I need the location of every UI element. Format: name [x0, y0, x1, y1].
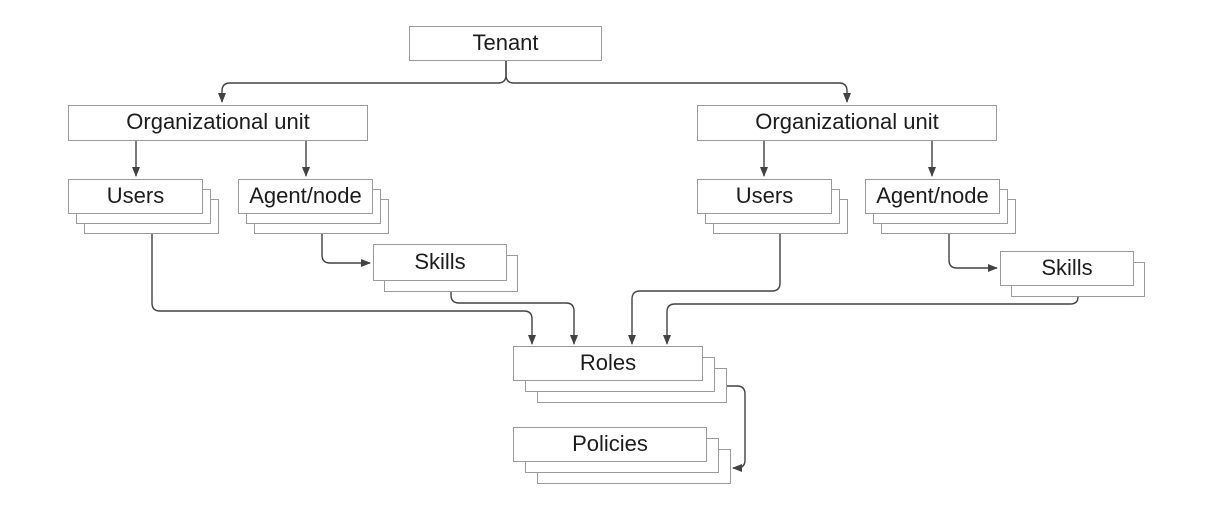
- users-right-label: Users: [735, 182, 794, 208]
- skills-left-node: Skills: [373, 244, 518, 292]
- users-right-node: Users: [697, 179, 848, 234]
- tenant-node: Tenant: [409, 26, 602, 61]
- org-unit-right-node: Organizational unit: [697, 105, 997, 141]
- edge-skills-left-to-roles: [450, 292, 578, 345]
- edge-tenant-to-org-left: [218, 61, 507, 103]
- agent-node-left-box: Agent/node: [238, 179, 373, 214]
- agent-node-right-box: Agent/node: [865, 179, 1000, 214]
- agent-node-right-label: Agent/node: [876, 182, 989, 208]
- edge-agent-right-to-skills-right: [948, 234, 998, 272]
- org-unit-left-box: Organizational unit: [68, 105, 368, 141]
- skills-right-node: Skills: [1000, 251, 1145, 297]
- roles-box: Roles: [513, 346, 703, 381]
- skills-left-label: Skills: [414, 248, 466, 274]
- org-unit-left-label: Organizational unit: [126, 109, 310, 134]
- skills-right-box: Skills: [1000, 251, 1134, 286]
- users-left-box: Users: [68, 179, 203, 214]
- agent-node-right-node: Agent/node: [865, 179, 1016, 234]
- agent-node-left-label: Agent/node: [249, 182, 362, 208]
- org-unit-right-label: Organizational unit: [755, 109, 939, 134]
- edge-skills-right-to-roles: [663, 296, 1079, 345]
- tenant-label: Tenant: [472, 29, 539, 55]
- roles-node: Roles: [513, 346, 727, 403]
- org-unit-left-node: Organizational unit: [68, 105, 368, 141]
- policies-label: Policies: [572, 430, 648, 456]
- edge-agent-left-to-skills-left: [321, 234, 371, 267]
- users-right-box: Users: [697, 179, 832, 214]
- users-left-label: Users: [106, 182, 165, 208]
- tenant-box: Tenant: [409, 26, 602, 61]
- edge-users-right-to-roles: [628, 234, 781, 345]
- org-unit-right-box: Organizational unit: [697, 105, 997, 141]
- skills-left-box: Skills: [373, 244, 507, 281]
- roles-label: Roles: [579, 349, 637, 375]
- agent-node-left-node: Agent/node: [238, 179, 389, 234]
- skills-right-label: Skills: [1041, 254, 1093, 280]
- policies-node: Policies: [513, 427, 731, 484]
- edge-tenant-to-org-right: [505, 61, 851, 103]
- policies-box: Policies: [513, 427, 707, 462]
- users-left-node: Users: [68, 179, 219, 234]
